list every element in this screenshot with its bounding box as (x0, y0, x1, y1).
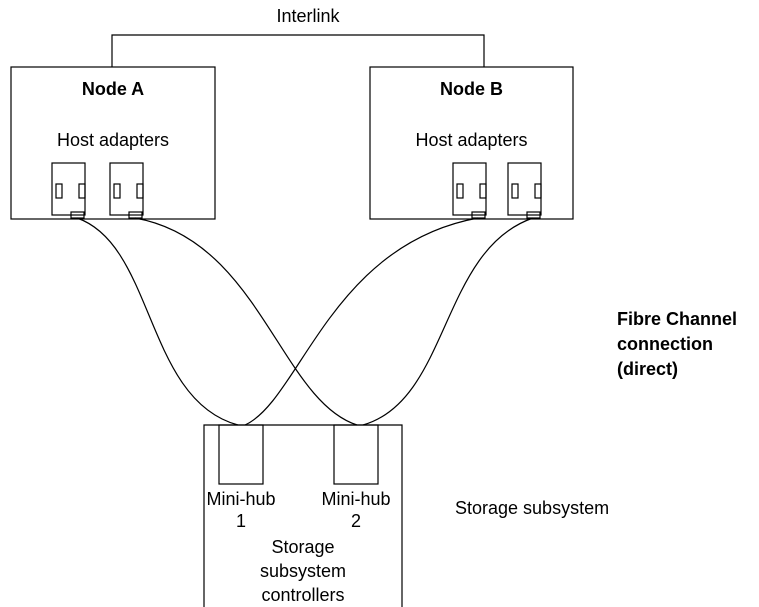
node-b-adapter-2-icon (507, 162, 542, 219)
mini-hub-1-number: 1 (235, 511, 246, 531)
mini-hub-2-box (333, 424, 379, 485)
fibre-channel-label-line-2: connection (617, 334, 714, 354)
fibre-channel-label-line-1: Fibre Channel (617, 309, 738, 329)
interlink-line (111, 34, 485, 67)
cable-node-b-2-to-hub-2 (362, 217, 534, 426)
cable-node-b-1-to-hub-1 (244, 217, 479, 426)
node-a-adapter-1-icon (51, 162, 86, 219)
mini-hub-2-label: Mini-hub (321, 489, 391, 509)
node-b-title: Node B (440, 79, 503, 99)
mini-hub-2-number: 2 (350, 511, 361, 531)
controllers-label-line-2: subsystem (259, 561, 347, 581)
controllers-label-line-3: controllers (261, 585, 345, 605)
mini-hub-1-label: Mini-hub (206, 489, 276, 509)
fibre-channel-label-line-3: (direct) (617, 359, 679, 379)
node-a-subtitle: Host adapters (56, 130, 170, 150)
storage-subsystem-box (203, 424, 403, 607)
controllers-label-line-1: Storage (271, 537, 335, 557)
node-a-box (10, 66, 216, 220)
storage-subsystem-label: Storage subsystem (455, 498, 610, 518)
cable-node-a-1-to-hub-1 (76, 217, 239, 426)
node-a-adapter-2-icon (109, 162, 144, 219)
node-b-adapter-1-icon (452, 162, 487, 219)
mini-hub-1-box (218, 424, 264, 485)
node-a-title: Node A (81, 79, 145, 99)
interlink-label: Interlink (276, 6, 340, 26)
node-b-subtitle: Host adapters (415, 130, 528, 150)
cable-node-a-2-to-hub-2 (134, 217, 358, 426)
